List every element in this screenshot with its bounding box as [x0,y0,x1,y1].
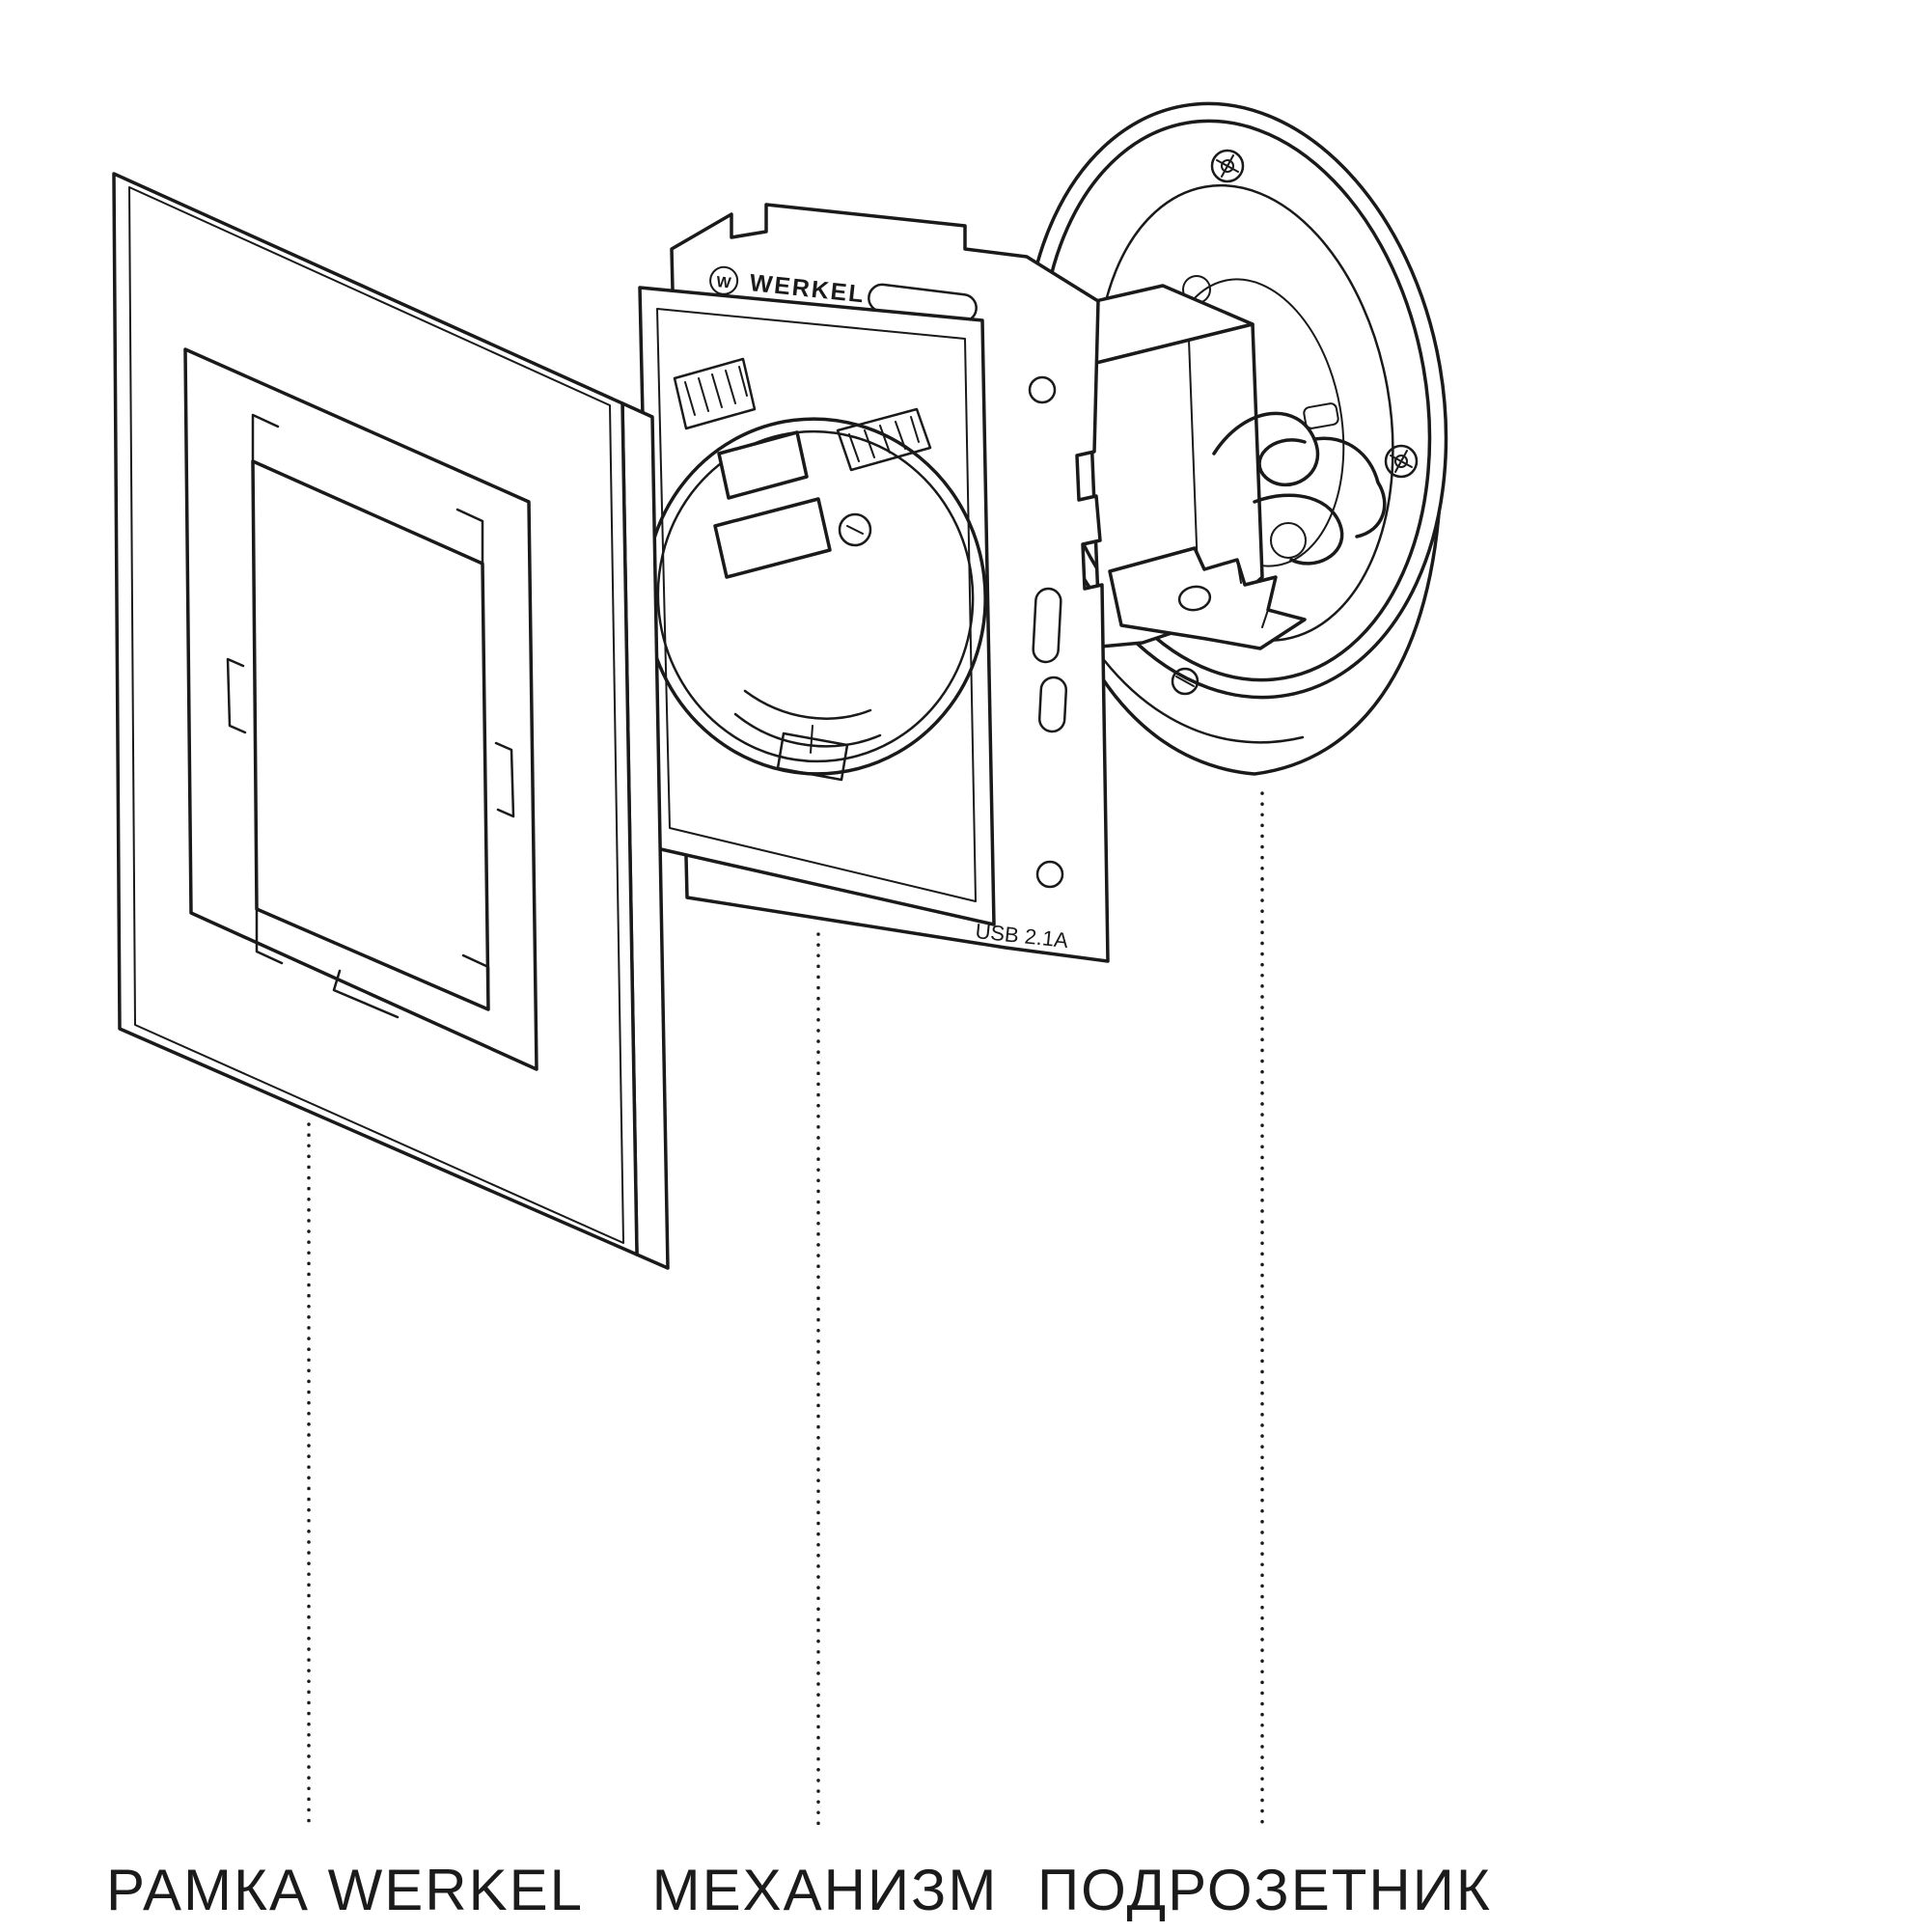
mechanism-illustration: W WERKEL USB 2.1A [638,203,1387,963]
strap-screw-hole [1028,375,1057,404]
label-mechanism: МЕХАНИЗМ [651,1858,999,1922]
keyhole-slot [1032,587,1062,664]
socket-interior-detail [733,689,882,782]
frame-clip-steps [226,413,515,1019]
knockout-slot [1303,402,1339,429]
face-plate-bevel [656,308,977,902]
leader-lines [307,791,1264,1826]
strap-screw-hole [1035,860,1064,889]
mechanism-face-plate [638,286,996,926]
center-screw-icon [838,512,872,547]
claw-hole [1177,585,1212,612]
screw-icon [1384,444,1419,479]
ground-clip-top [836,407,932,472]
contact-window [717,430,809,500]
expansion-claw [1108,546,1307,650]
label-mounting-box: ПОДРОЗЕТНИК [1037,1858,1492,1922]
werkel-logo-letter: W [715,274,732,292]
claw-cover-tab [673,357,757,430]
frame-illustration [112,172,670,1270]
frame-front-face [112,172,639,1256]
wires [1212,411,1387,566]
frame-recess [183,347,538,1071]
contact-window [713,497,832,579]
knockout-hole [1270,522,1307,559]
face-plate-outline [638,286,996,926]
keyhole-slot [1037,676,1068,733]
label-frame: РАМКА WERKEL [106,1858,585,1922]
screw-icon [1171,667,1199,696]
screw-icon [1210,149,1245,183]
frame-edge-bevel [128,186,624,1244]
